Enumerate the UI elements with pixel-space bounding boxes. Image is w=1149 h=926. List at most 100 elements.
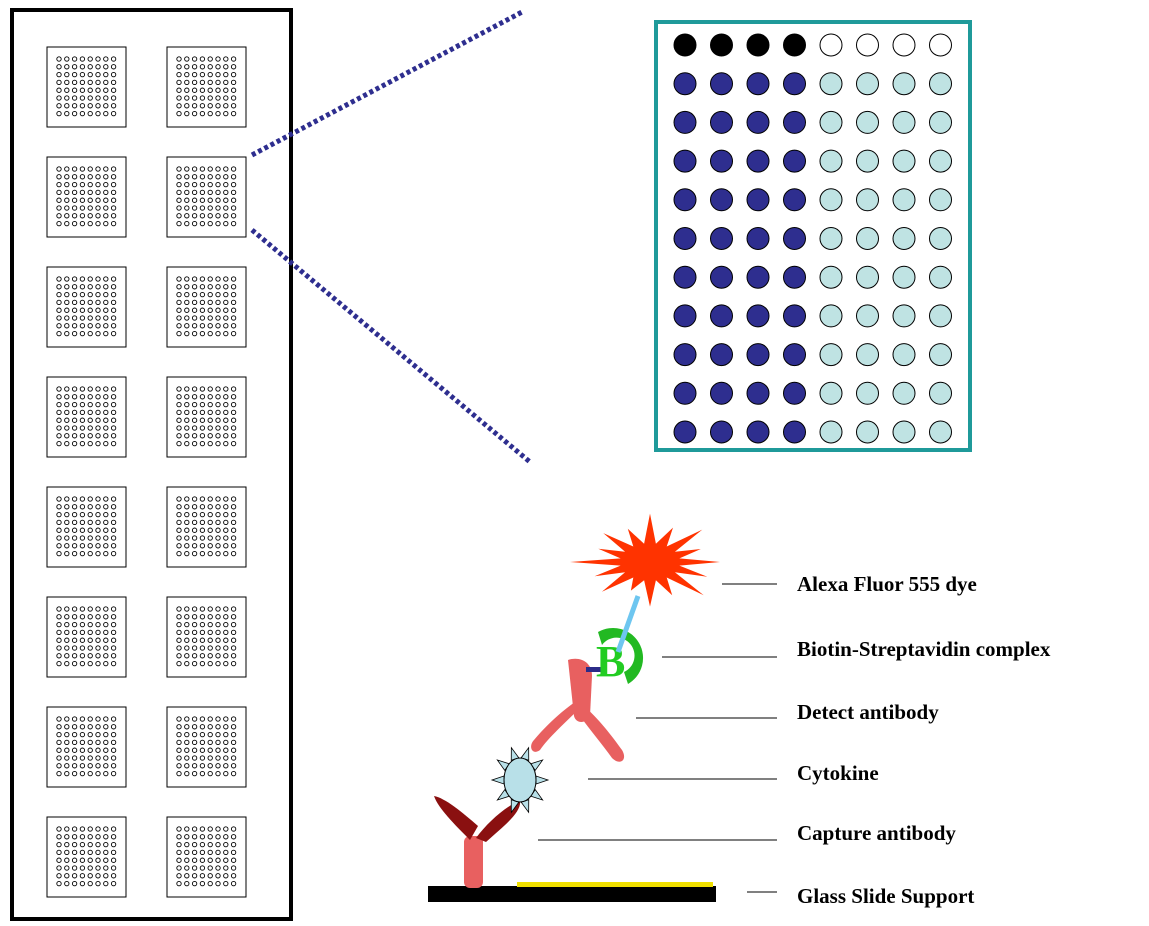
slide-spot <box>176 425 182 431</box>
slide-spot <box>215 724 221 730</box>
slide-spot <box>176 394 182 400</box>
slide-spot <box>103 440 109 447</box>
slide-spot <box>199 865 206 871</box>
zoom-spot <box>819 110 843 134</box>
slide-spot <box>110 71 117 78</box>
slide-spot <box>71 197 78 203</box>
slide-subarray <box>46 266 127 348</box>
slide-spot <box>71 433 78 439</box>
slide-spot <box>71 755 78 761</box>
slide-spot <box>103 110 109 117</box>
slide-spot <box>176 504 182 510</box>
slide-spot <box>191 291 198 298</box>
slide-spot <box>71 181 78 188</box>
slide-spot <box>95 614 101 620</box>
slide-subarray <box>166 596 247 678</box>
slide-spot <box>191 606 198 612</box>
slide-spot <box>79 527 86 533</box>
slide-spot <box>230 724 237 730</box>
slide-spot <box>199 417 206 423</box>
slide-spot <box>215 504 221 510</box>
slide-spot <box>103 307 109 313</box>
slide-spot <box>87 527 93 533</box>
slide-spot <box>215 394 221 400</box>
slide-spot <box>71 724 78 730</box>
slide-spot <box>56 716 62 722</box>
slide-spot <box>176 110 182 117</box>
slide-spot <box>110 504 117 510</box>
slide-spot <box>184 197 190 203</box>
slide-spot <box>79 511 86 518</box>
slide-spot <box>184 543 190 549</box>
slide-spot <box>110 79 117 86</box>
slide-spot <box>79 614 86 620</box>
slide-spot <box>191 660 198 667</box>
slide-spot <box>215 95 221 101</box>
slide-spot <box>110 724 117 730</box>
zoom-spot <box>929 420 952 444</box>
slide-spot <box>184 299 190 306</box>
zoom-spot <box>892 304 916 328</box>
slide-spot <box>64 849 70 856</box>
slide-spot <box>191 637 198 643</box>
slide-spot <box>71 110 78 117</box>
slide-spot <box>207 834 213 840</box>
slide-spot <box>64 440 70 447</box>
slide-spot <box>87 739 93 746</box>
slide-spot <box>87 873 93 879</box>
slide-spot <box>230 181 237 188</box>
slide-spot <box>79 166 86 172</box>
slide-spot <box>223 763 229 769</box>
slide-spot <box>103 755 109 761</box>
slide-spot <box>207 394 213 400</box>
slide-spot <box>207 739 213 746</box>
slide-spot <box>207 205 213 211</box>
slide-spot <box>79 64 86 70</box>
slide-spot <box>176 826 182 832</box>
slide-spot <box>103 409 109 416</box>
slide-spot <box>64 660 70 667</box>
slide-spot <box>87 174 93 180</box>
slide-spot <box>110 409 117 416</box>
slide-spot <box>64 747 70 753</box>
slide-spot <box>230 95 237 101</box>
slide-spot <box>103 87 109 93</box>
slide-spot <box>87 386 93 392</box>
slide-spot <box>87 614 93 620</box>
slide-spot <box>87 543 93 549</box>
slide-spot <box>191 880 198 887</box>
slide-spot <box>95 87 101 93</box>
slide-spot <box>103 645 109 651</box>
slide-spot <box>87 724 93 730</box>
slide-spot <box>215 519 221 526</box>
zoom-spot <box>892 227 916 250</box>
slide-spot <box>71 417 78 423</box>
slide-spot <box>184 755 190 761</box>
slide-spot <box>230 834 237 840</box>
slide-spot <box>215 857 221 863</box>
slide-spot <box>103 629 109 636</box>
slide-spot <box>191 629 198 636</box>
slide-spot <box>207 629 213 636</box>
zoom-spot <box>673 188 697 212</box>
slide-spot <box>71 401 78 408</box>
slide-spot <box>64 291 70 298</box>
zoom-spot <box>746 72 770 96</box>
slide-spot <box>230 496 237 502</box>
zoom-spot <box>929 72 952 96</box>
slide-spot <box>103 166 109 172</box>
slide-spot <box>230 330 237 337</box>
slide-spot <box>191 755 198 761</box>
slide-spot <box>215 64 221 70</box>
assay-schematic: B Alexa Fluor 555 dye Biotin-Streptavidi… <box>428 513 1051 908</box>
slide-spot <box>230 755 237 761</box>
slide-spot <box>103 181 109 188</box>
slide-spot <box>184 637 190 643</box>
slide-spot <box>64 504 70 510</box>
slide-spot <box>215 770 221 777</box>
slide-spot <box>79 826 86 832</box>
slide-spot <box>184 394 190 400</box>
slide-spot <box>230 637 237 643</box>
slide-spot <box>223 511 229 518</box>
slide-spot <box>110 653 117 659</box>
